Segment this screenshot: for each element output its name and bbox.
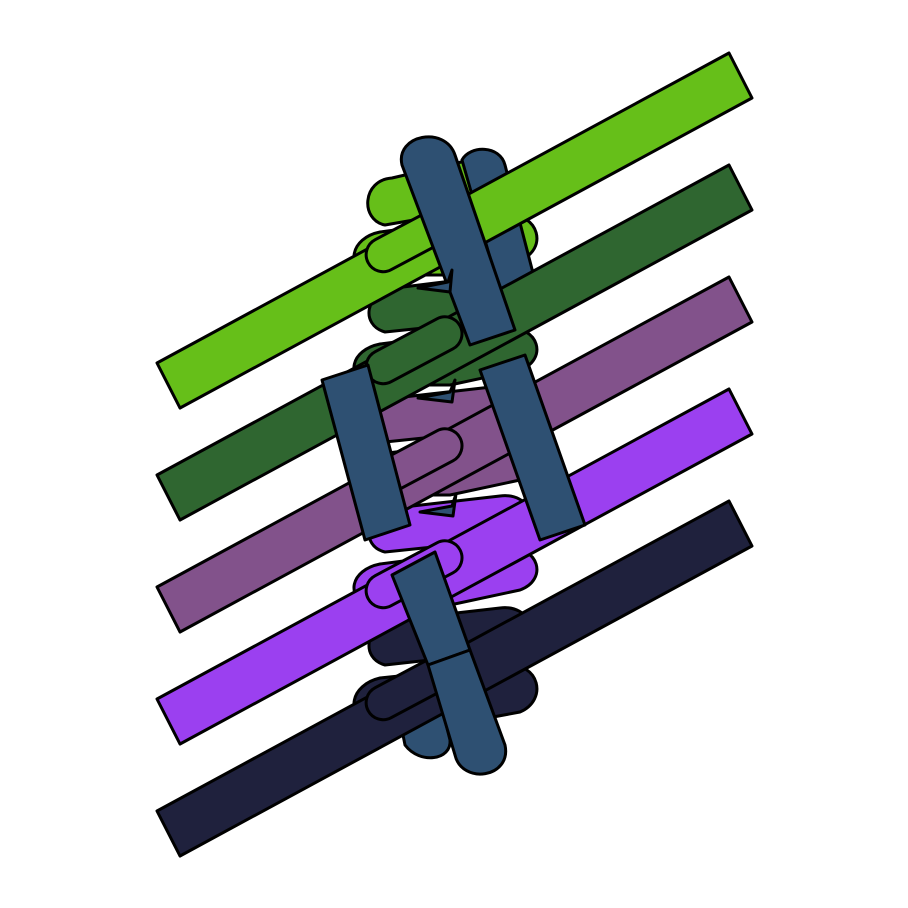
front-rods xyxy=(320,135,587,776)
rod-top xyxy=(399,135,517,347)
connector-marks xyxy=(416,268,458,518)
rod-bottom xyxy=(426,648,508,776)
rod-upper-middle xyxy=(478,353,587,542)
connector-arrow-2 xyxy=(418,492,458,518)
connector-arrow-3 xyxy=(416,268,454,294)
connector-arrow-1 xyxy=(416,378,457,404)
rod-left-middle xyxy=(320,363,412,542)
